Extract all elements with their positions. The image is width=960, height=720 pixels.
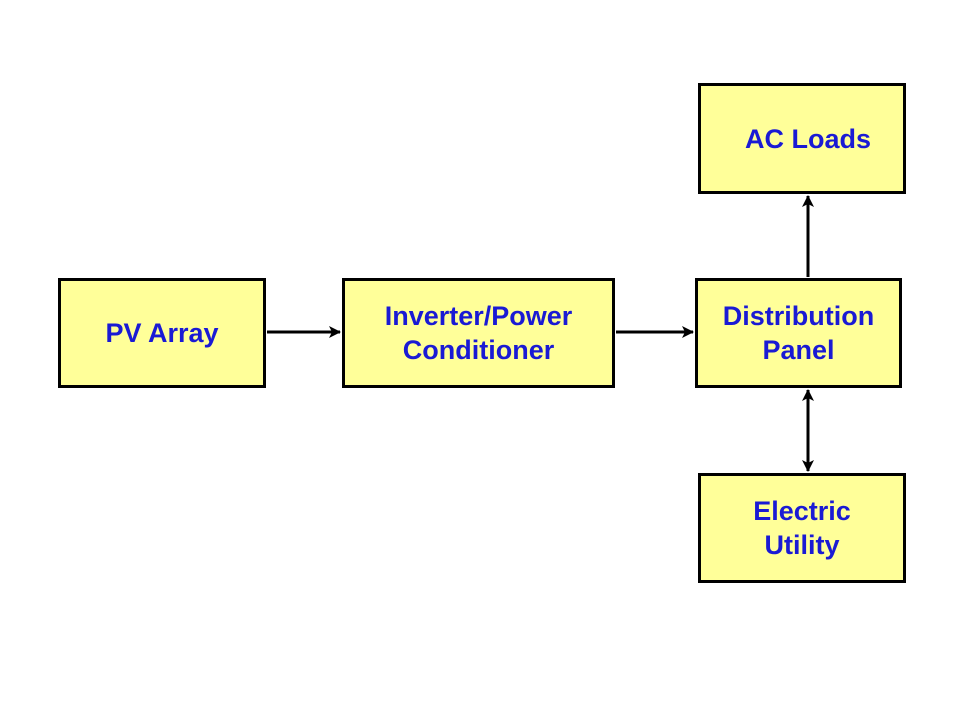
inverter-box: Inverter/Power Conditioner (342, 278, 615, 388)
ac-loads-box: AC Loads (698, 83, 906, 194)
utility-label-line-1: Electric (753, 496, 851, 526)
electric-utility-box: Electric Utility (698, 473, 906, 583)
utility-label-line-2: Utility (764, 530, 840, 560)
inverter-label-line-1: Inverter/Power (384, 301, 573, 331)
pv-array-box: PV Array (58, 278, 266, 388)
distribution-label-line-2: Panel (762, 335, 835, 365)
inverter-label-line-2: Conditioner (402, 335, 555, 365)
distribution-label-line-1: Distribution (722, 301, 875, 331)
ac-loads-label: AC Loads (744, 123, 871, 154)
distribution-panel-box: Distribution Panel (695, 278, 902, 388)
pv-array-label: PV Array (105, 318, 219, 348)
